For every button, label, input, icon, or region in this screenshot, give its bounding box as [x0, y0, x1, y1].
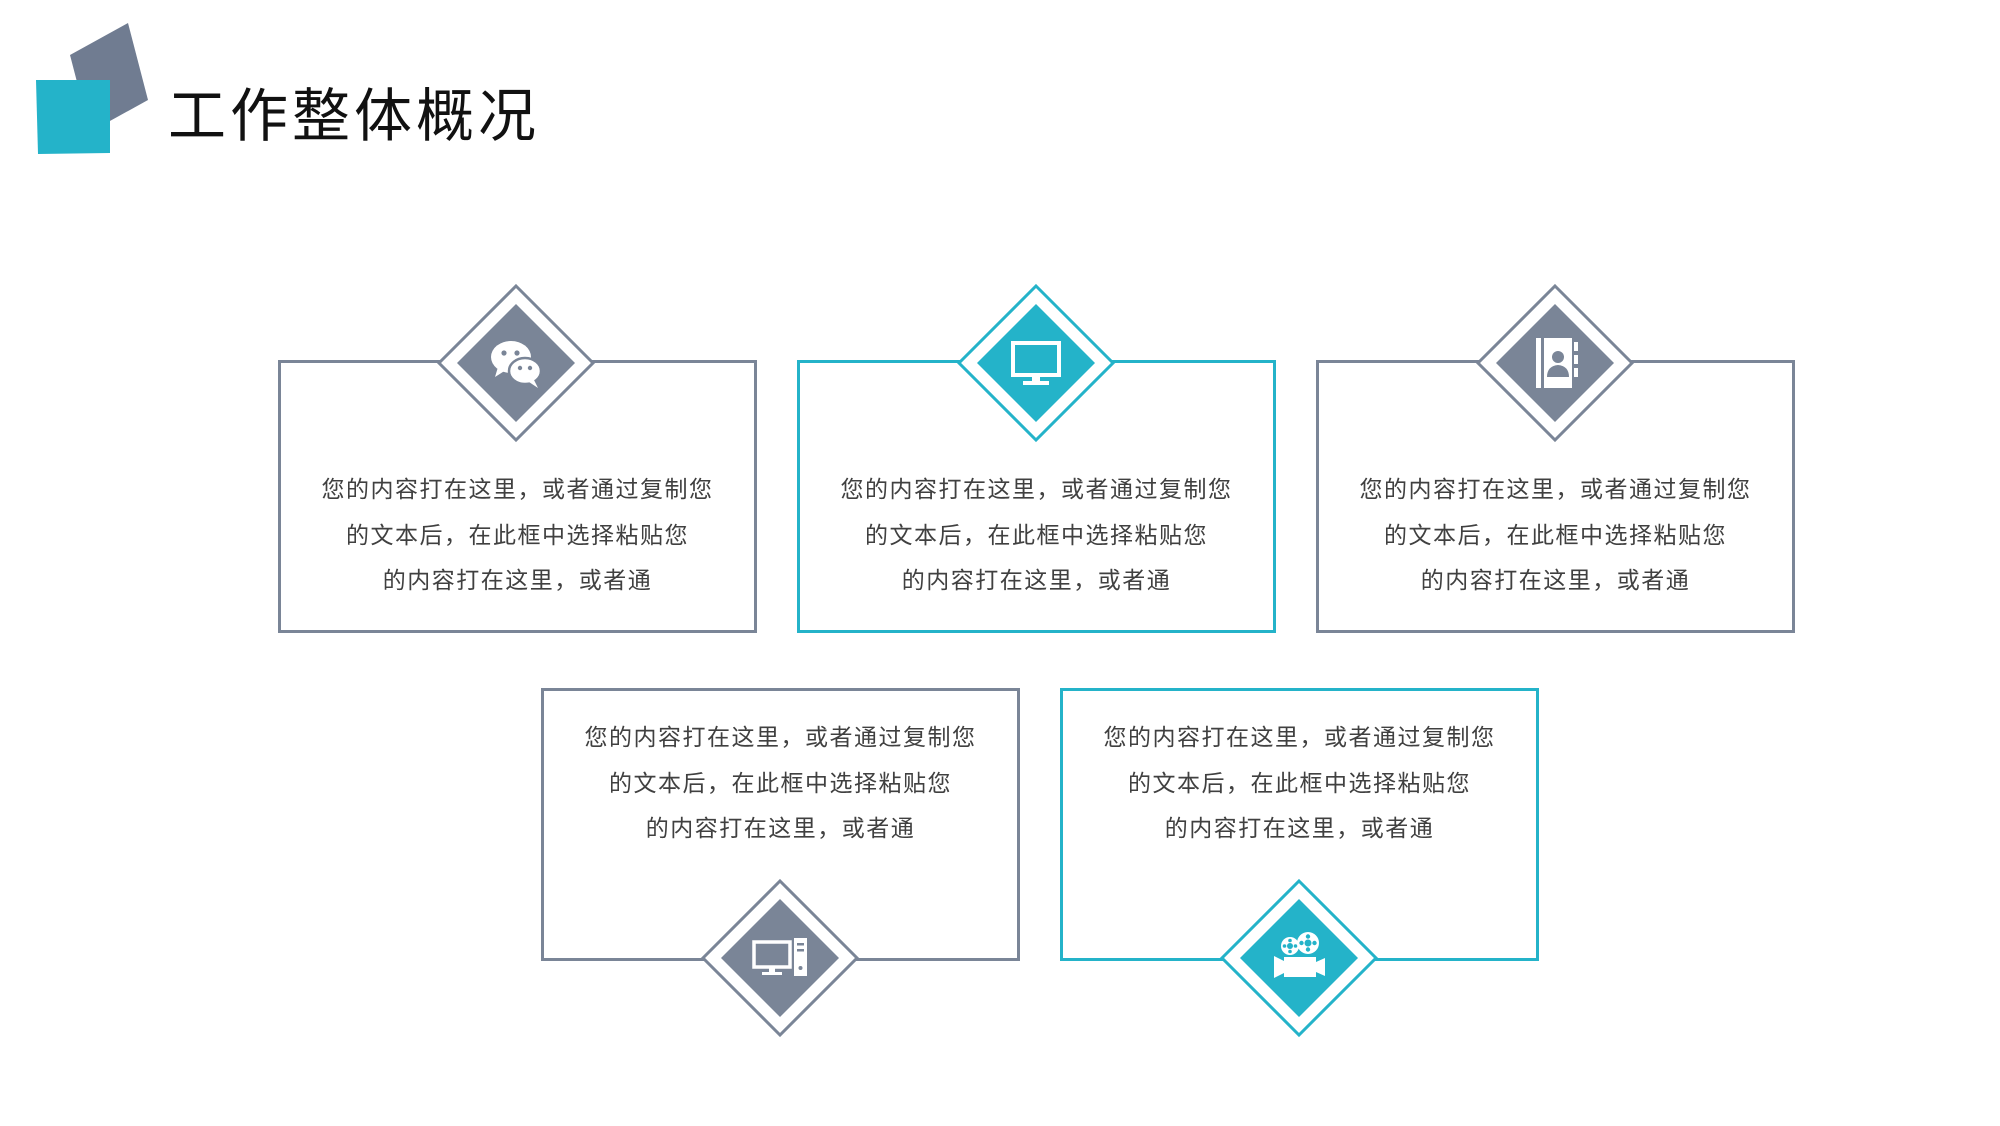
card-text-line: 您的内容打在这里，或者通过复制您 — [1103, 725, 1496, 751]
card-text-line: 您的内容打在这里，或者通过复制您 — [840, 477, 1233, 503]
card-text-line: 您的内容打在这里，或者通过复制您 — [1359, 477, 1752, 503]
card-text-line: 您的内容打在这里，或者通过复制您 — [584, 725, 977, 751]
card-1-badge — [436, 283, 596, 443]
card-4-text: 您的内容打在这里，或者通过复制您 的文本后，在此框中选择粘贴您 的内容打在这里，… — [544, 716, 1017, 853]
monitor-icon — [1006, 333, 1066, 393]
page-title: 工作整体概况 — [168, 82, 541, 150]
card-2-text: 您的内容打在这里，或者通过复制您 的文本后，在此框中选择粘贴您 的内容打在这里，… — [800, 468, 1273, 605]
card-1: 您的内容打在这里，或者通过复制您 的文本后，在此框中选择粘贴您 的内容打在这里，… — [278, 360, 757, 633]
card-1-text: 您的内容打在这里，或者通过复制您 的文本后，在此框中选择粘贴您 的内容打在这里，… — [281, 468, 754, 605]
card-text-line: 的文本后，在此框中选择粘贴您 — [609, 770, 952, 797]
card-text-line: 的内容打在这里，或者通 — [645, 816, 916, 842]
card-3-badge — [1475, 283, 1635, 443]
desktop-computer-icon — [750, 928, 810, 988]
card-3-text: 您的内容打在这里，或者通过复制您 的文本后，在此框中选择粘贴您 的内容打在这里，… — [1319, 468, 1792, 605]
card-5-text: 您的内容打在这里，或者通过复制您 的文本后，在此框中选择粘贴您 的内容打在这里，… — [1063, 716, 1536, 853]
contact-book-icon — [1525, 333, 1585, 393]
card-text-line: 的文本后，在此框中选择粘贴您 — [865, 522, 1208, 549]
card-text-line: 的内容打在这里，或者通 — [1420, 568, 1691, 594]
card-text-line: 的文本后，在此框中选择粘贴您 — [1384, 522, 1727, 549]
card-4-badge — [700, 878, 860, 1038]
card-text-line: 的内容打在这里，或者通 — [901, 568, 1172, 594]
card-text-line: 的内容打在这里，或者通 — [382, 568, 653, 594]
film-camera-icon — [1269, 928, 1329, 988]
card-text-line: 您的内容打在这里，或者通过复制您 — [321, 477, 714, 503]
card-2-badge — [956, 283, 1116, 443]
card-text-line: 的文本后，在此框中选择粘贴您 — [346, 522, 689, 549]
card-text-line: 的文本后，在此框中选择粘贴您 — [1128, 770, 1471, 797]
card-text-line: 的内容打在这里，或者通 — [1164, 816, 1435, 842]
title-decoration-squares-icon — [36, 23, 148, 154]
wechat-icon — [486, 333, 546, 393]
card-5-badge — [1219, 878, 1379, 1038]
